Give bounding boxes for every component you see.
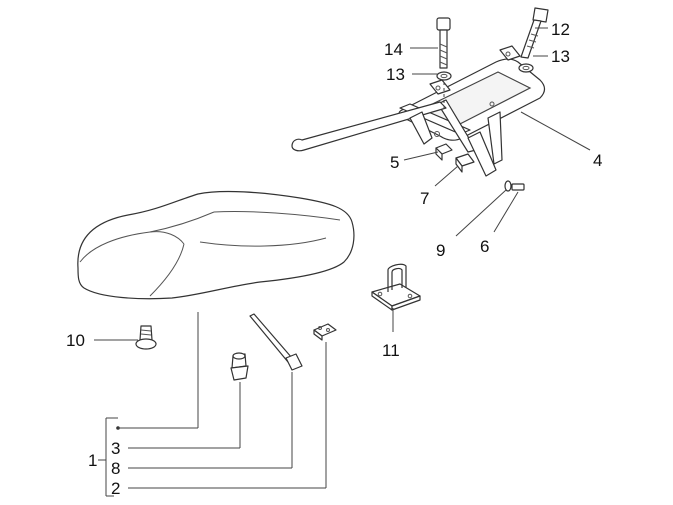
clip-icon	[435, 143, 453, 161]
washer-icon	[518, 63, 534, 73]
callout-13-right: 13	[551, 47, 570, 66]
callout-1: 1	[88, 451, 97, 470]
callout-6: 6	[480, 237, 489, 256]
callout-11: 11	[382, 341, 400, 360]
washer-icon	[436, 71, 452, 81]
saddle-seat-icon	[77, 190, 355, 300]
callout-7: 7	[420, 189, 429, 208]
cable-icon	[249, 313, 303, 371]
callout-8: 8	[111, 459, 120, 478]
callout-9: 9	[436, 241, 445, 260]
clip-icon	[313, 323, 337, 341]
bolt-icon	[504, 180, 525, 192]
callout-4: 4	[593, 151, 602, 170]
bolt-icon	[520, 7, 549, 59]
callout-13-left: 13	[386, 65, 405, 84]
callout-5: 5	[390, 153, 399, 172]
callout-3: 3	[111, 439, 120, 458]
callout-10: 10	[66, 331, 85, 350]
callout-12: 12	[551, 20, 570, 39]
rubber-buffer-icon	[230, 352, 249, 381]
callout-2: 2	[111, 479, 120, 498]
callout-14: 14	[384, 40, 403, 59]
rubber-buffer-icon	[455, 153, 475, 173]
seat-latch-icon	[371, 263, 421, 311]
bolt-icon	[436, 17, 451, 69]
luggage-rack-icon	[291, 45, 546, 177]
bolt-icon	[135, 325, 157, 350]
